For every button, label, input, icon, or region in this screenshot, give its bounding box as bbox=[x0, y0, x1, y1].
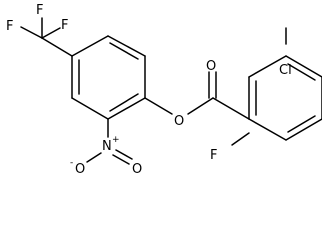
bond-cf3-ring bbox=[41, 37, 73, 57]
atom-f-mid: F bbox=[61, 18, 68, 33]
structure-canvas: F F F O O Cl F N + O - O bbox=[6, 3, 322, 177]
nitro-plus-charge: + bbox=[112, 135, 120, 145]
bond-nitro-o-single bbox=[86, 152, 102, 163]
bond-oxygen-carbonyl bbox=[187, 97, 214, 115]
bond-nitro-o-double-b bbox=[112, 154, 130, 165]
atom-o-ester: O bbox=[174, 114, 184, 129]
bond-ring-f bbox=[231, 132, 250, 146]
nitro-minus-charge: - bbox=[70, 158, 73, 168]
bond-ring-oxygen bbox=[144, 97, 173, 115]
atom-o-nitro-double: O bbox=[132, 162, 142, 177]
bond-cf-mid bbox=[41, 27, 61, 39]
atom-f-ring: F bbox=[210, 148, 217, 163]
atom-n-nitro: N bbox=[102, 139, 112, 154]
atom-f-top: F bbox=[36, 3, 43, 18]
bond-carbonyl-ring bbox=[212, 97, 250, 120]
atom-cl: Cl bbox=[279, 63, 292, 78]
bond-cf-left bbox=[20, 26, 43, 39]
atom-o-nitro-minus: O bbox=[75, 162, 85, 177]
nitrophenyl-ring bbox=[71, 35, 146, 120]
atom-o-carbonyl: O bbox=[206, 59, 216, 74]
atom-f-left: F bbox=[6, 19, 13, 34]
molecule-structure: F F F O O Cl F N + O - O bbox=[6, 3, 322, 177]
chlorofluorophenyl-ring bbox=[248, 55, 322, 141]
bond-nitro-o-double-a bbox=[115, 149, 133, 160]
